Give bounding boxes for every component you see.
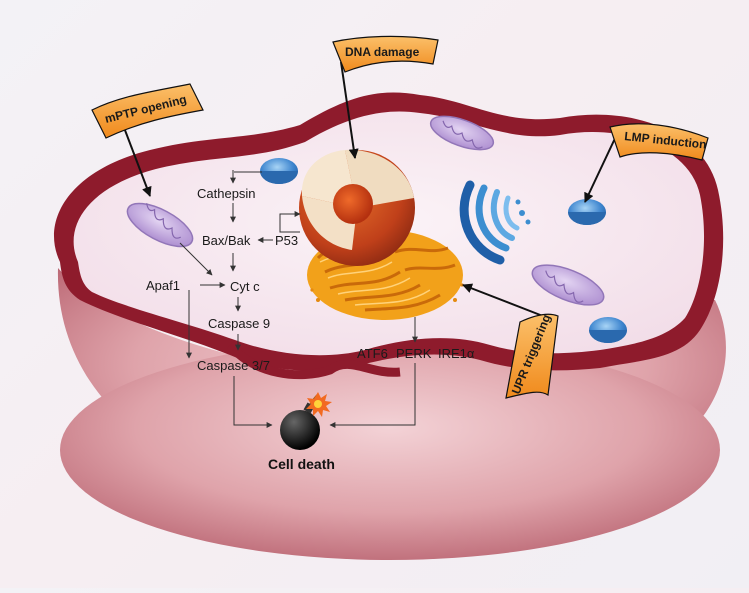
label-bax-bak: Bax/Bak [202,233,251,248]
mitochondrion-right [531,264,605,306]
svg-text:DNA damage: DNA damage [345,45,420,59]
golgi-apparatus [459,180,531,265]
mitochondrion-left [126,202,194,248]
label-caspase-3-7: Caspase 3/7 [197,358,270,373]
nucleolus [333,184,373,224]
cell-base-bottom [60,340,720,560]
label-atf6: ATF6 [357,346,388,361]
flag-dna-damage: DNA damage [332,35,439,159]
label-p53: P53 [275,233,298,248]
label-ire1a: IRE1α [438,346,475,361]
nucleus [299,149,415,266]
mitochondrion-top-right [429,115,495,151]
label-perk: PERK [396,346,432,361]
label-cell-death: Cell death [268,456,335,472]
flag-lmp-induction: LMP induction [584,123,709,203]
pathway-arrows [179,170,418,428]
bomb-icon [280,392,332,450]
spark-icon [306,392,332,417]
lysosome-top [260,158,298,184]
label-cyt-c: Cyt c [230,279,260,294]
label-apaf1: Apaf1 [146,278,180,293]
membrane-ridge [226,341,401,380]
label-cathepsin: Cathepsin [197,186,256,201]
flag-upr-triggering: UPR triggering [462,283,559,399]
lysosome-right [568,199,606,225]
label-caspase-9: Caspase 9 [208,316,270,331]
lysosome-bottom-right [589,317,627,343]
